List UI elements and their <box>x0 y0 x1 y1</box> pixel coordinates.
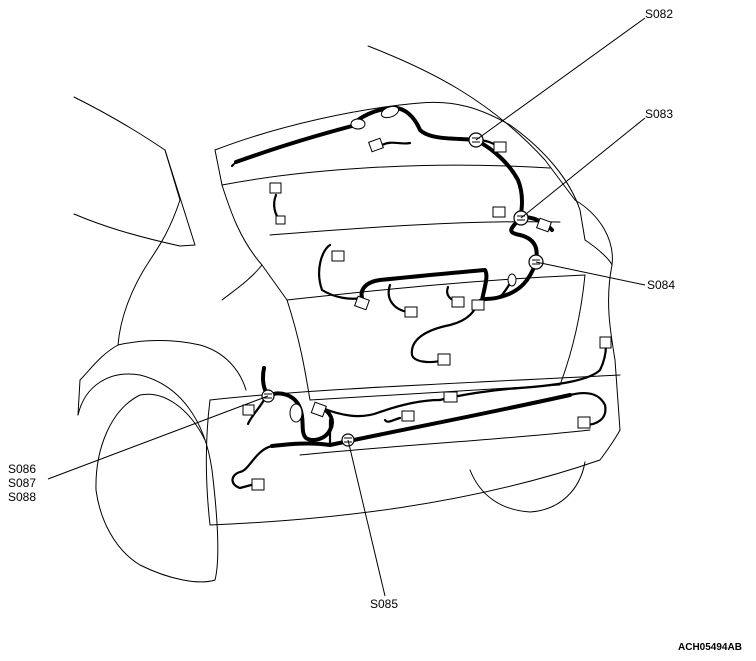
label-s084: S084 <box>647 278 676 292</box>
connectors <box>242 105 612 491</box>
label-s082: S082 <box>645 7 674 21</box>
label-s088: S088 <box>8 490 37 504</box>
label-s087: S087 <box>8 476 37 490</box>
vehicle-body-outline <box>73 45 621 583</box>
splice-points <box>261 132 544 447</box>
wiring-harness <box>230 105 608 490</box>
label-s083: S083 <box>645 107 674 121</box>
label-s085: S085 <box>370 597 399 611</box>
leader-lines <box>47 17 646 597</box>
label-s086: S086 <box>8 462 37 476</box>
drawing-code: ACH05494AB <box>678 642 742 653</box>
